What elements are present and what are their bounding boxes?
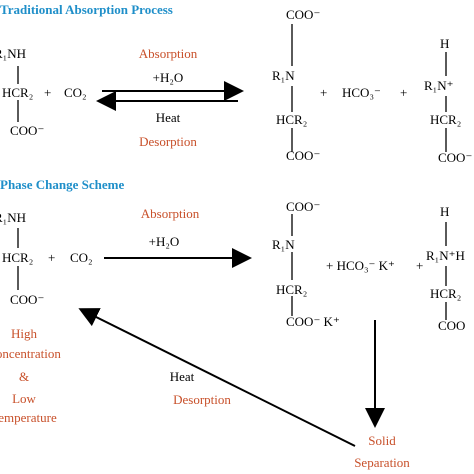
trad-carbamate-bottom: COO⁻ [286, 148, 321, 163]
return-desorption-label: Desorption [173, 392, 231, 407]
trad-carbamate-top: COO⁻ [286, 7, 321, 22]
trad-prot-hcr2: HCR₂ [430, 112, 462, 127]
desorption-return-arrow [78, 308, 356, 447]
trad-prot-hydrogen: H [440, 36, 450, 51]
trad-plus-2: + [320, 85, 328, 100]
phase-carbamate-top: COO⁻ [286, 199, 321, 214]
phase-bicarbonate: + HCO₃⁻ K⁺ [326, 258, 395, 273]
trad-reactant-hcr2: HCR₂ [2, 85, 34, 100]
trad-prot-carboxylate: COO⁻ [438, 150, 473, 165]
phase-absorption-label: Absorption [140, 206, 200, 221]
trad-heat-label: Heat [155, 110, 181, 125]
trad-absorption-label: Absorption [138, 46, 198, 61]
return-heat-label: Heat [169, 369, 195, 384]
phase-reactant-hcr2: HCR₂ [2, 250, 34, 265]
trad-reactant-carboxylate: COO⁻ [10, 123, 45, 138]
phase-carbamate-nitrogen: R₁N [272, 237, 295, 252]
phase-plus-1: + [48, 250, 56, 265]
condition-ampersand: & [18, 369, 30, 384]
phase-co2: CO₂ [70, 250, 93, 265]
condition-high: High [11, 326, 37, 341]
phase-reactant-carboxylate: COO⁻ [10, 292, 45, 307]
traditional-heading: Traditional Absorption Process [0, 2, 173, 17]
phase-prot-nitrogen: R₁N⁺H [426, 248, 465, 263]
condition-temperature: Temperature [0, 410, 57, 425]
condition-concentration: Concentration [0, 346, 61, 361]
phase-carbamate-bottom: COO⁻ K⁺ [286, 314, 340, 329]
trad-desorption-label: Desorption [139, 134, 197, 149]
trad-water-label: +H₂O [152, 70, 184, 85]
trad-bicarbonate: HCO₃⁻ [342, 85, 381, 100]
trad-carbamate-hcr2: HCR₂ [276, 112, 308, 127]
phase-heading: Phase Change Scheme [0, 177, 125, 192]
trad-plus-3: + [400, 85, 408, 100]
trad-carbamate-nitrogen: R₁N [272, 68, 295, 83]
trad-plus-1: + [44, 85, 52, 100]
phase-prot-carboxylate: COO [438, 318, 466, 333]
phase-carbamate-hcr2: HCR₂ [276, 282, 308, 297]
phase-water-label: +H₂O [148, 234, 180, 249]
phase-prot-hydrogen: H [440, 204, 450, 219]
solid-label: Solid [368, 433, 396, 448]
phase-prot-hcr2: HCR₂ [430, 286, 462, 301]
trad-co2: CO₂ [64, 85, 87, 100]
phase-plus-3: + [416, 258, 424, 273]
trad-prot-nitrogen: R₁N⁺ [424, 78, 454, 93]
condition-low: Low [12, 391, 36, 406]
separation-label: Separation [354, 455, 410, 470]
